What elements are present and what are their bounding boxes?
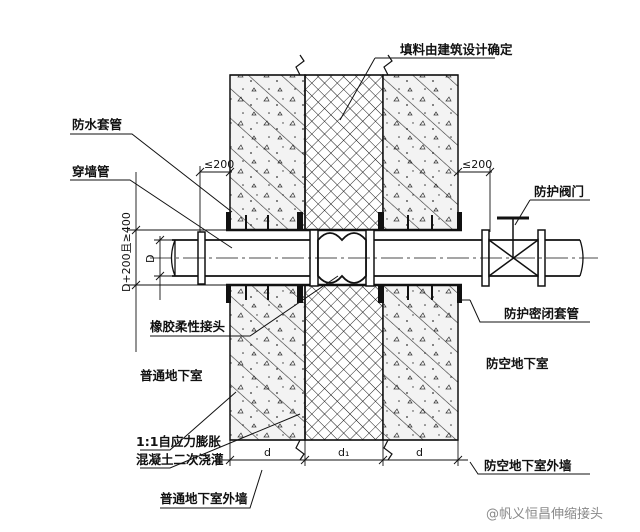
normal-outer-wall-label: 普通地下室外墙 bbox=[160, 491, 248, 506]
wall-d-right-dim: d bbox=[416, 446, 423, 459]
air-raid-basement-label: 防空地下室 bbox=[486, 356, 549, 371]
wall-d-left-dim: d bbox=[264, 446, 271, 459]
air-raid-outer-wall-label: 防空地下室外墙 bbox=[484, 458, 572, 473]
grout-label-line1: 1:1自应力膨胀 bbox=[136, 434, 221, 449]
valve-icon bbox=[488, 216, 539, 278]
fill-material-label: 填料由建筑设计确定 bbox=[400, 42, 513, 57]
left-offset-dim: ≤200 bbox=[204, 158, 234, 171]
right-offset-dim: ≤200 bbox=[462, 158, 492, 171]
protective-valve-label: 防护阀门 bbox=[534, 184, 584, 199]
break-lines bbox=[230, 54, 458, 461]
wall-d1-dim: d₁ bbox=[338, 446, 349, 459]
rubber-joint-label: 橡胶柔性接头 bbox=[150, 319, 226, 334]
pipe-diameter-dim: D bbox=[144, 255, 157, 263]
watermark: @帆义恒昌伸缩接头 bbox=[486, 506, 603, 522]
normal-basement-wall bbox=[229, 74, 306, 441]
normal-basement-label: 普通地下室 bbox=[140, 368, 203, 383]
leader-lines bbox=[70, 57, 590, 509]
protective-sealed-sleeve-label: 防护密闭套管 bbox=[504, 306, 579, 321]
waterproof-sleeve-label: 防水套管 bbox=[72, 117, 122, 132]
air-raid-basement-wall bbox=[382, 74, 459, 441]
grout-label-line2: 混凝土二次浇灌 bbox=[136, 452, 224, 467]
sleeve-height-dim: D+200且≥400 bbox=[120, 212, 133, 292]
wall-pipe-label: 穿墙管 bbox=[72, 164, 110, 179]
dimension-lines bbox=[128, 166, 495, 466]
